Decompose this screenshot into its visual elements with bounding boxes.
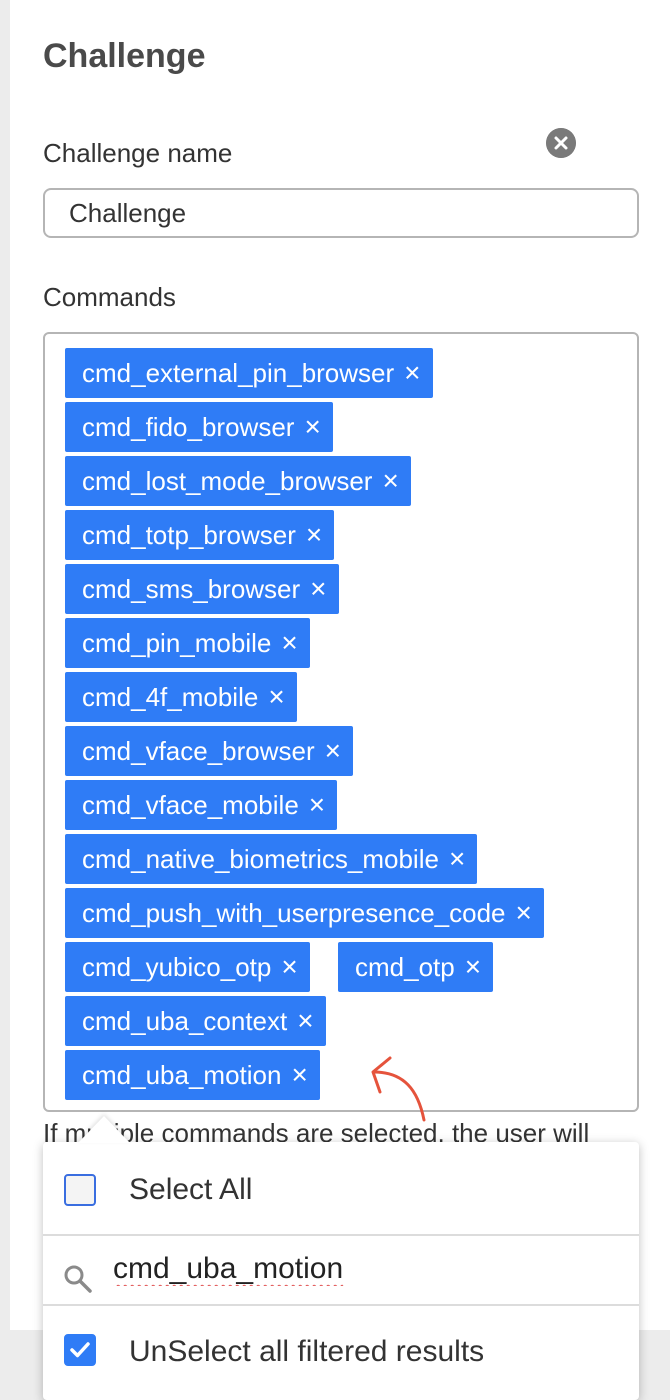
challenge-name-input[interactable] [43, 188, 639, 238]
command-tag: cmd_otp × [338, 942, 494, 992]
command-tag: cmd_vface_mobile × [65, 780, 338, 830]
command-tag: cmd_vface_browser × [65, 726, 354, 776]
command-tag-label: cmd_uba_context [82, 1005, 288, 1036]
remove-tag-icon[interactable]: × [382, 465, 399, 496]
command-tag: cmd_totp_browser × [65, 510, 335, 560]
remove-tag-icon[interactable]: × [515, 897, 532, 928]
command-tag-label: cmd_sms_browser [82, 573, 301, 604]
dropdown-search [43, 1236, 639, 1306]
command-tag-label: cmd_vface_mobile [82, 789, 299, 820]
command-tag-label: cmd_pin_mobile [82, 627, 272, 658]
command-tag-label: cmd_yubico_otp [82, 951, 272, 982]
command-tag-label: cmd_native_biometrics_mobile [82, 843, 439, 874]
clear-icon[interactable] [546, 128, 576, 158]
remove-tag-icon[interactable]: × [324, 735, 342, 766]
unselect-filtered-checkbox[interactable] [64, 1334, 96, 1366]
remove-tag-icon[interactable]: × [304, 411, 321, 442]
section-title: Challenge [43, 37, 206, 75]
remove-tag-icon[interactable]: × [297, 1005, 314, 1036]
commands-label: Commands [43, 282, 176, 312]
remove-tag-icon[interactable]: × [291, 1059, 308, 1090]
dropdown-caret [78, 1116, 130, 1143]
command-tag-label: cmd_push_with_userpresence_code [82, 897, 506, 928]
remove-tag-icon[interactable]: × [281, 951, 298, 982]
command-tag-label: cmd_4f_mobile [82, 681, 259, 712]
remove-tag-icon[interactable]: × [281, 627, 298, 658]
commands-multiselect[interactable]: cmd_external_pin_browser × cmd_fido_brow… [43, 332, 639, 1112]
remove-tag-icon[interactable]: × [404, 357, 421, 388]
command-tag-label: cmd_uba_motion [82, 1059, 282, 1090]
commands-dropdown: Select All UnSelect all filtered results [43, 1142, 639, 1400]
command-tag: cmd_yubico_otp × [65, 942, 310, 992]
remove-tag-icon[interactable]: × [305, 519, 323, 550]
command-tag: cmd_native_biometrics_mobile × [65, 834, 478, 884]
command-tag: cmd_4f_mobile × [65, 672, 297, 722]
search-icon [64, 1265, 92, 1293]
arrow-annotation [371, 1056, 426, 1122]
remove-tag-icon[interactable]: × [448, 843, 466, 874]
search-input[interactable] [113, 1248, 583, 1290]
select-all-label: Select All [129, 1173, 253, 1206]
command-tag: cmd_sms_browser × [65, 564, 339, 614]
remove-tag-icon[interactable]: × [310, 573, 327, 604]
command-tag: cmd_uba_context × [65, 996, 326, 1046]
command-tag: cmd_external_pin_browser × [65, 348, 433, 398]
checkmark-icon [70, 1342, 90, 1358]
command-tag-label: cmd_lost_mode_browser [82, 465, 373, 496]
command-tag-label: cmd_vface_browser [82, 735, 315, 766]
remove-tag-icon[interactable]: × [464, 951, 482, 982]
command-tag-label: cmd_otp [355, 951, 455, 982]
command-tag-label: cmd_fido_browser [82, 411, 295, 442]
remove-tag-icon[interactable]: × [268, 681, 285, 712]
select-all-checkbox[interactable] [64, 1174, 96, 1206]
challenge-name-label: Challenge name [43, 138, 233, 168]
command-tag-label: cmd_external_pin_browser [82, 357, 395, 388]
command-tag: cmd_fido_browser × [65, 402, 333, 452]
command-tag-label: cmd_totp_browser [82, 519, 296, 550]
command-tag: cmd_push_with_userpresence_code × [65, 888, 544, 938]
remove-tag-icon[interactable]: × [308, 789, 326, 820]
command-tag: cmd_lost_mode_browser × [65, 456, 411, 506]
command-tag: cmd_pin_mobile × [65, 618, 310, 668]
command-tag: cmd_uba_motion × [65, 1050, 320, 1100]
unselect-filtered-option[interactable]: UnSelect all filtered results [43, 1306, 639, 1400]
select-all-option[interactable]: Select All [43, 1142, 639, 1236]
unselect-filtered-label: UnSelect all filtered results [129, 1335, 485, 1368]
